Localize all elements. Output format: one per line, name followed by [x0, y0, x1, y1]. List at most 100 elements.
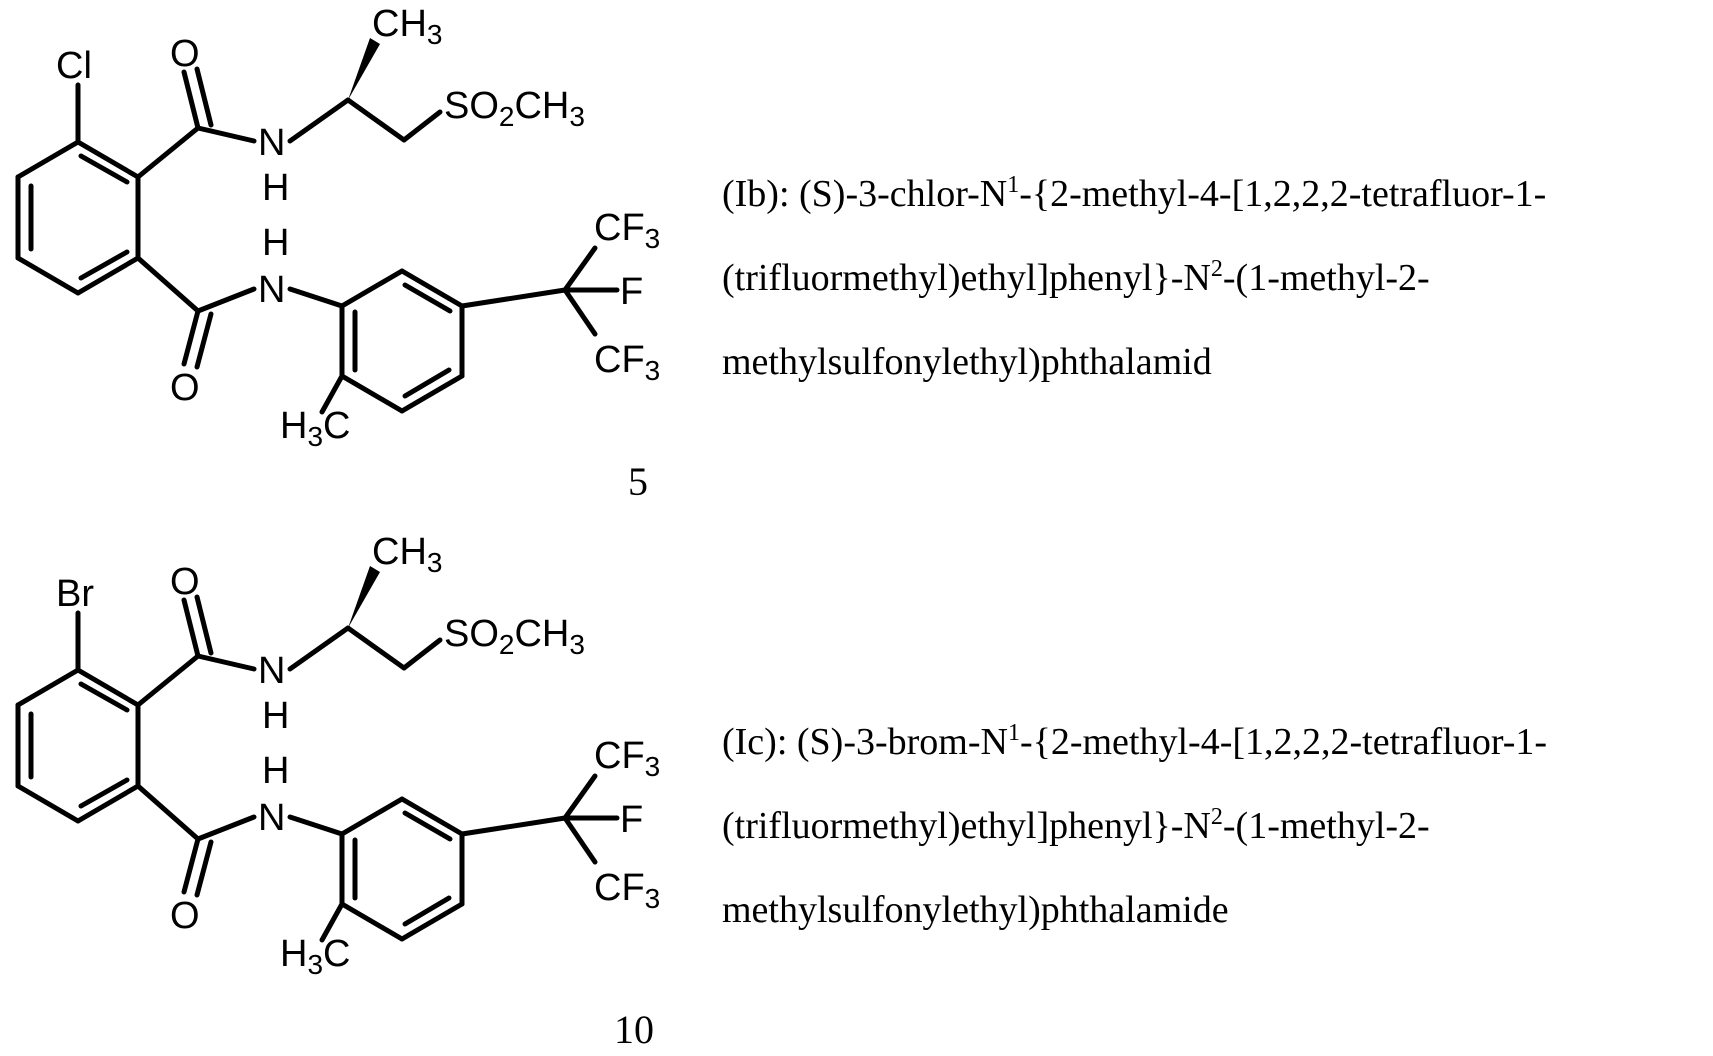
bond — [184, 311, 198, 364]
nitrogen-label: N — [258, 269, 285, 311]
oxygen-label: O — [170, 33, 200, 75]
cf3-text: CF — [594, 207, 645, 249]
wedge-bond — [348, 38, 380, 100]
bond — [138, 786, 198, 839]
name-line-2: (trifluormethyl)ethyl]phenyl}-N2-(1-meth… — [722, 236, 1702, 320]
name-line-1-text-a: (Ic): (S)-3-brom-N — [722, 721, 1008, 763]
bond — [184, 839, 198, 892]
name-line-1: (Ib): (S)-3-chlor-N1-{2-methyl-4-[1,2,2,… — [722, 152, 1702, 236]
name-line-1-text-b: -{2-methyl-4-[1,2,2,2-tetrafluor-1- — [1019, 173, 1546, 215]
bond — [197, 597, 211, 653]
h3c-label: H3C — [280, 405, 350, 452]
name-line-3: methylsulfonylethyl)phthalamid — [722, 320, 1702, 404]
sulfonyl-subscript-1: 2 — [499, 629, 515, 660]
line-number: 5 — [628, 458, 648, 505]
bond — [18, 786, 78, 821]
bond — [184, 72, 198, 128]
cf3-label: CF3 — [594, 339, 660, 386]
bond — [565, 248, 595, 290]
bond — [565, 776, 595, 818]
bond — [404, 112, 440, 140]
bond — [81, 252, 127, 278]
name-line-1: (Ic): (S)-3-brom-N1-{2-methyl-4-[1,2,2,2… — [722, 700, 1702, 784]
methyl-subscript: 3 — [427, 547, 443, 578]
bond — [404, 640, 440, 668]
cf3-text: CF — [594, 867, 645, 909]
bond — [290, 289, 342, 306]
sulfonyl-subscript-2: 3 — [569, 101, 585, 132]
name-line-2: (trifluormethyl)ethyl]phenyl}-N2-(1-meth… — [722, 784, 1702, 868]
name-line-3: methylsulfonylethyl)phthalamide — [722, 868, 1702, 952]
compound-name: (Ib): (S)-3-chlor-N1-{2-methyl-4-[1,2,2,… — [722, 152, 1702, 404]
name-line-2-text-b: -(1-methyl-2- — [1223, 257, 1430, 299]
cf3-subscript: 3 — [645, 223, 661, 254]
bond — [405, 370, 449, 396]
bond — [462, 290, 565, 306]
bond — [462, 818, 565, 834]
name-line-1-superscript: 1 — [1008, 720, 1020, 746]
halogen-label: Br — [56, 573, 94, 615]
h3c-subscript: 3 — [307, 421, 323, 452]
bond — [348, 100, 404, 140]
chemical-structure-ic: Br O N H CH3 SO2CH3 H N O CF3 F CF3 H3C — [0, 528, 700, 1056]
hydrogen-label: H — [262, 695, 289, 737]
bond — [342, 799, 402, 834]
cf3-label: CF3 — [594, 867, 660, 914]
wedge-bond — [348, 566, 380, 628]
line-number: 10 — [614, 1006, 654, 1053]
bond — [138, 258, 198, 311]
h3c-text-b: C — [323, 405, 350, 447]
sulfonyl-text-b: CH — [514, 85, 569, 127]
hydrogen-label: H — [262, 750, 289, 792]
bond — [405, 285, 450, 311]
h3c-text-a: H — [280, 933, 307, 975]
bond — [18, 258, 78, 293]
name-line-2-text-a: (trifluormethyl)ethyl]phenyl}-N — [722, 805, 1211, 847]
bond — [565, 290, 595, 334]
h3c-label: H3C — [280, 933, 350, 980]
bond — [197, 69, 211, 125]
chemical-structure-ib: Cl O N H CH3 SO2CH3 H N O CF3 F CF3 H3C — [0, 0, 700, 528]
bond — [18, 670, 78, 705]
bond — [348, 628, 404, 668]
h3c-text-a: H — [280, 405, 307, 447]
cf3-subscript: 3 — [645, 751, 661, 782]
sulfonyl-label: SO2CH3 — [444, 613, 585, 660]
fluorine-label: F — [620, 799, 643, 841]
bond — [198, 656, 254, 669]
sulfonyl-subscript-1: 2 — [499, 101, 515, 132]
name-line-2-superscript: 2 — [1211, 804, 1223, 830]
oxygen-label: O — [170, 367, 200, 409]
oxygen-label: O — [170, 561, 200, 603]
sulfonyl-text-b: CH — [514, 613, 569, 655]
bond — [565, 818, 595, 862]
compound-ib: Cl O N H CH3 SO2CH3 H N O CF3 F CF3 H3C … — [0, 0, 1713, 528]
bond — [197, 314, 211, 367]
bond — [81, 780, 127, 806]
halogen-label: Cl — [56, 45, 92, 87]
bond — [197, 842, 211, 895]
bond — [290, 628, 348, 669]
oxygen-label: O — [170, 895, 200, 937]
name-line-1-superscript: 1 — [1007, 172, 1019, 198]
bond — [342, 904, 402, 939]
methyl-text: CH — [372, 531, 427, 573]
compound-name: (Ic): (S)-3-brom-N1-{2-methyl-4-[1,2,2,2… — [722, 700, 1702, 952]
bond — [405, 813, 450, 839]
nitrogen-label: N — [258, 122, 285, 164]
bond — [138, 128, 198, 177]
cf3-label: CF3 — [594, 207, 660, 254]
bond — [184, 600, 198, 656]
bond — [198, 128, 254, 141]
name-line-2-text-b: -(1-methyl-2- — [1223, 805, 1430, 847]
methyl-subscript: 3 — [427, 19, 443, 50]
name-line-1-text-a: (Ib): (S)-3-chlor-N — [722, 173, 1007, 215]
bond — [290, 817, 342, 834]
sulfonyl-label: SO2CH3 — [444, 85, 585, 132]
bond — [198, 817, 254, 839]
nitrogen-label: N — [258, 650, 285, 692]
name-line-1-text-b: -{2-methyl-4-[1,2,2,2-tetrafluor-1- — [1020, 721, 1547, 763]
hydrogen-label: H — [262, 167, 289, 209]
bond — [405, 898, 449, 924]
name-line-2-superscript: 2 — [1211, 256, 1223, 282]
